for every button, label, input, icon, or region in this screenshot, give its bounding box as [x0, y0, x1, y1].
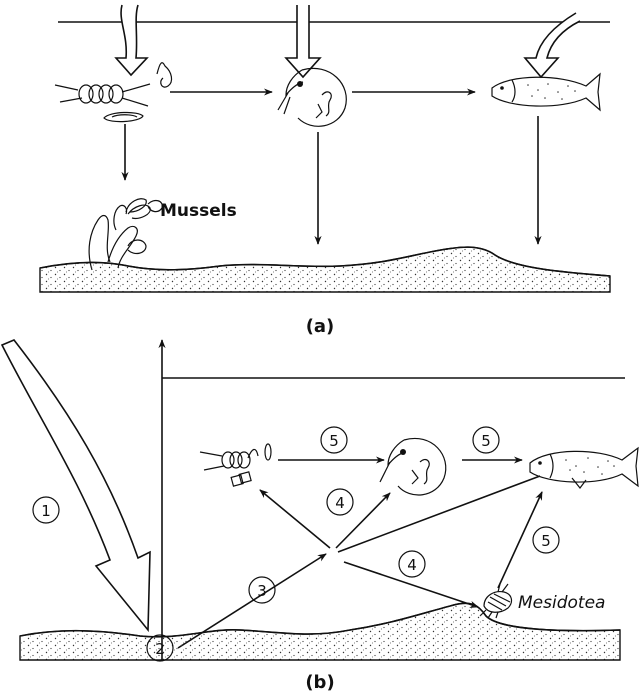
seabed-a [40, 247, 610, 292]
mussels-icon [89, 199, 162, 270]
panel-a: Mussels (a) [40, 5, 610, 337]
svg-text:2: 2 [155, 640, 165, 658]
svg-text:4: 4 [407, 556, 417, 574]
svg-text:4: 4 [335, 494, 345, 512]
fish-icon-b [530, 448, 638, 488]
input-arrow-b1 [2, 340, 150, 630]
marker-5a: 5 [321, 427, 347, 453]
cladoceran-icon [278, 68, 346, 126]
input-arrow-a1 [116, 5, 147, 75]
marker-5c: 5 [533, 527, 559, 553]
svg-text:5: 5 [329, 432, 339, 450]
svg-text:5: 5 [481, 432, 491, 450]
detritus-icon-b [231, 472, 251, 486]
fish-icon [492, 74, 600, 110]
copepod-icon [157, 63, 172, 87]
marker-5b: 5 [473, 427, 499, 453]
marker-1: 1 [33, 497, 59, 523]
mussels-label: Mussels [160, 201, 237, 221]
panel-a-caption: (a) [306, 316, 335, 337]
zooplankton-chain-icon [55, 84, 150, 106]
panel-b: Mesidotea 1 2 3 4 4 5 [2, 340, 638, 693]
marker-4b: 4 [399, 551, 425, 577]
marker-3: 3 [249, 577, 275, 603]
svg-text:1: 1 [41, 502, 51, 520]
input-arrow-a2 [286, 5, 320, 77]
arrow-branch-to-plankton [260, 490, 330, 548]
arrow-mesidotea-to-fish [498, 492, 542, 588]
svg-text:3: 3 [257, 582, 267, 600]
marker-4a: 4 [327, 489, 353, 515]
zooplankton-chain-icon-b [200, 444, 271, 470]
panel-b-caption: (b) [305, 672, 334, 693]
cladoceran-icon-b [380, 438, 446, 495]
mesidotea-label: Mesidotea [518, 593, 605, 613]
svg-text:5: 5 [541, 532, 551, 550]
diatom-icon [104, 112, 143, 121]
